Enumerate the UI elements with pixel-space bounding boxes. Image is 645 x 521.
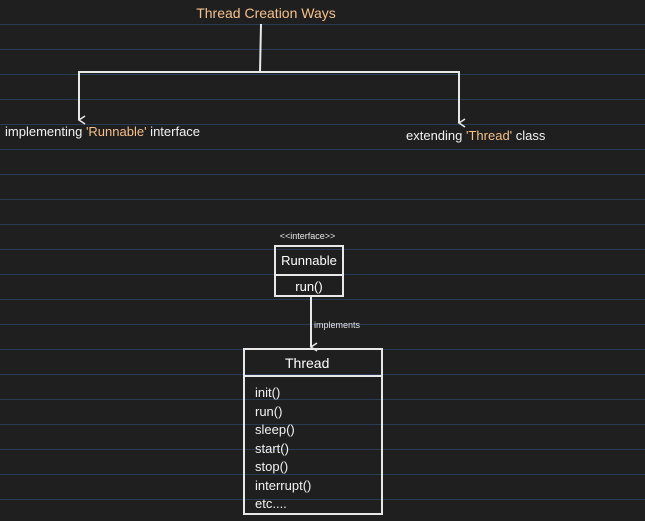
runnable-name: Runnable — [276, 247, 342, 276]
thread-branch-suffix: class — [512, 128, 546, 143]
runnable-branch-suffix: interface — [146, 124, 201, 139]
thread-method: start() — [255, 440, 289, 456]
runnable-branch-label: implementing 'Runnable' interface — [5, 124, 200, 139]
runnable-interface-box: Runnable run() — [274, 245, 344, 297]
runnable-branch-prefix: implementing — [5, 124, 86, 139]
thread-method: run() — [255, 403, 283, 419]
thread-name: Thread — [245, 350, 381, 377]
title-stem-line — [259, 23, 262, 73]
runnable-branch-highlight: 'Runnable' — [85, 124, 147, 139]
thread-branch-prefix: extending — [406, 128, 466, 143]
implements-label: implements — [314, 320, 361, 330]
thread-class-box: Thread init() run() sleep() start() stop… — [243, 348, 383, 515]
diagram-title: Thread Creation Ways — [196, 5, 336, 21]
thread-method: etc.... — [255, 496, 287, 511]
thread-branch-label: extending 'Thread' class — [406, 128, 545, 143]
thread-method: stop() — [255, 459, 289, 474]
thread-method-list: init() run() sleep() start() stop() inte… — [245, 377, 381, 514]
interface-stereotype: <<interface>> — [279, 231, 336, 241]
runnable-method-run: run() — [295, 279, 323, 294]
thread-branch-highlight: 'Thread' — [466, 128, 513, 143]
thread-method: interrupt() — [255, 477, 312, 493]
thread-method: sleep() — [255, 422, 295, 437]
thread-method: init() — [255, 385, 281, 400]
